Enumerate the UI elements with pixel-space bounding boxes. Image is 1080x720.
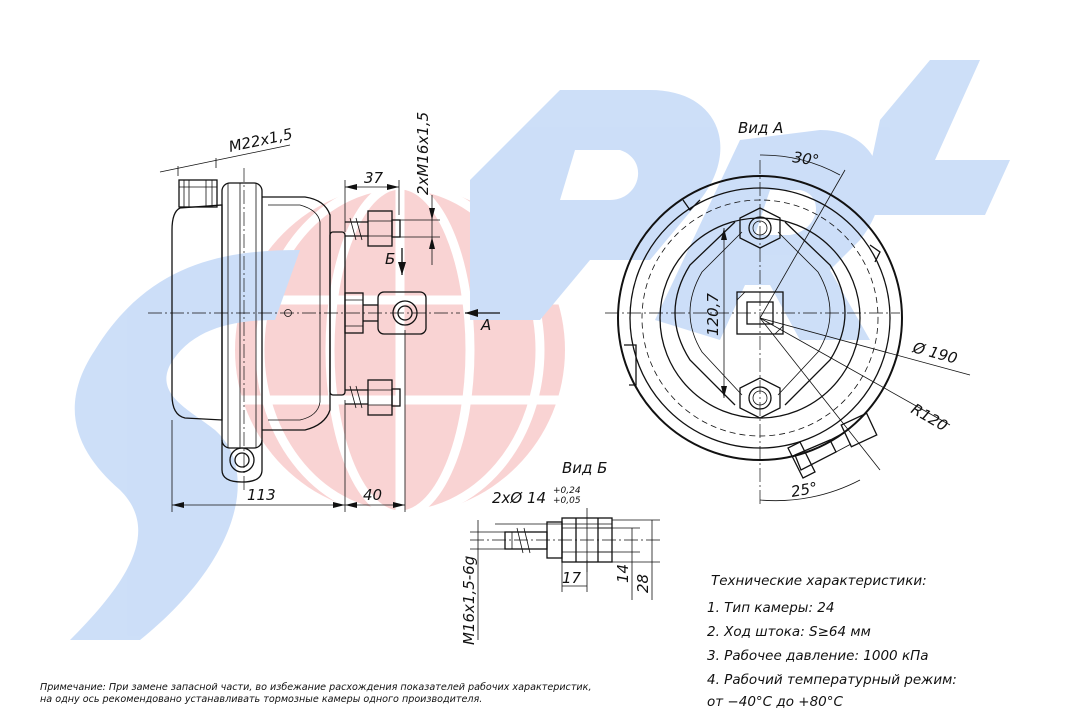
specs-heading: Технические характеристики: <box>711 573 927 589</box>
dim-40: 40 <box>363 486 382 504</box>
dim-14: 14 <box>614 564 632 583</box>
tolerance-lower: +0,05 <box>553 496 581 506</box>
footnote: Примечание: При замене запасной части, в… <box>40 682 592 706</box>
spec-item: 1. Тип камеры: 24 <box>707 600 835 616</box>
view-b-title: Вид Б <box>562 459 607 477</box>
view-b <box>470 508 660 640</box>
hose-fitting <box>787 412 878 479</box>
tolerance-upper: +0,24 <box>553 486 581 496</box>
view-a <box>605 154 971 505</box>
rod-thread-label: M16x1,5-6g <box>460 556 478 645</box>
spec-item: 2. Ход штока: S≥64 мм <box>707 624 871 640</box>
side-view <box>148 144 500 512</box>
arrow-a-label: A <box>480 316 491 334</box>
view-a-title: Вид А <box>738 119 783 137</box>
footnote-line-1: Примечание: При замене запасной части, в… <box>40 682 592 693</box>
spec-item: от −40°С до +80°С <box>707 694 843 710</box>
dim-120-7: 120,7 <box>704 293 722 336</box>
footnote-line-2: на одну ось рекомендовано устанавливать … <box>40 694 483 705</box>
hole-label: 2xØ 14 <box>492 489 546 507</box>
dim-37: 37 <box>364 169 384 187</box>
angle-25-label: 25° <box>790 479 819 501</box>
spec-item: 4. Рабочий температурный режим: <box>707 672 957 688</box>
upper-stud <box>345 210 401 247</box>
dim-28: 28 <box>634 574 652 593</box>
angle-30-label: 30° <box>791 148 820 170</box>
radius-120-label: R120 <box>908 400 951 435</box>
spec-item: 3. Рабочее давление: 1000 кПа <box>707 648 929 664</box>
arrow-b-label: Б <box>385 250 395 268</box>
diameter-190-label: Ø 190 <box>910 338 959 367</box>
watermark <box>70 60 1010 640</box>
stud-thread-label: 2xM16x1,5 <box>414 112 432 195</box>
dim-17: 17 <box>562 569 582 587</box>
watermark-globe <box>235 180 565 520</box>
lower-stud <box>345 379 401 416</box>
dim-113: 113 <box>247 486 276 504</box>
